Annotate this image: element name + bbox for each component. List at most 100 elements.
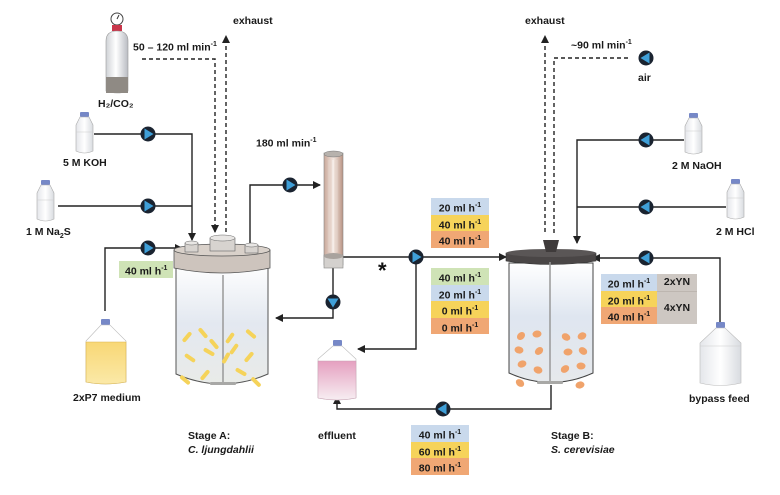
na2s-bottle xyxy=(36,180,55,222)
medium-line xyxy=(104,244,183,311)
naoh-bottle xyxy=(684,113,703,155)
effluent-flow-row: 80 ml h-1 xyxy=(411,458,469,475)
yeast-cell xyxy=(516,331,526,341)
bacterium-cell xyxy=(225,332,235,344)
yeast-cell xyxy=(576,362,586,370)
yeast-cell xyxy=(577,332,587,340)
medium-label: 2xP7 medium xyxy=(73,392,141,404)
transfer-pump-icon xyxy=(408,249,424,265)
bleed-flow-table: 40 ml h-1 20 ml h-1 0 ml h-1 0 ml h-1 xyxy=(431,268,489,334)
hcl-bottle xyxy=(726,179,745,220)
bypass-flow-table: 20 ml h-1 20 ml h-1 40 ml h-1 2xYN 4xYN xyxy=(601,274,697,324)
bleed-line xyxy=(357,257,417,353)
stage-a-cells xyxy=(179,327,261,387)
bypass-flow-row: 20 ml h-1 xyxy=(601,274,657,291)
transfer-flow-table: 20 ml h-1 40 ml h-1 40 ml h-1 xyxy=(431,198,489,248)
h2co2-gas-cylinder xyxy=(105,12,129,94)
effluent-pump-icon xyxy=(435,401,451,417)
bypass-feed-bottle xyxy=(699,322,742,386)
naoh-label: 2 M NaOH xyxy=(672,160,722,172)
bypass-pump-icon xyxy=(638,250,654,266)
bypass-flow-row: 20 ml h-1 xyxy=(601,290,657,307)
pumps xyxy=(140,50,654,417)
hcl-pump-icon xyxy=(638,199,654,215)
bypass-flow-row: 40 ml h-1 xyxy=(601,307,657,324)
transfer-flow-row: 40 ml h-1 xyxy=(431,231,489,248)
naoh-pump-icon xyxy=(638,132,654,148)
return-pump-icon xyxy=(325,294,341,310)
yeast-cell xyxy=(514,346,524,354)
bleed-flow-row: 0 ml h-1 xyxy=(431,317,489,334)
yeast-cell xyxy=(561,333,571,341)
stage-a-title: Stage A: xyxy=(188,430,231,442)
transfer-flow-row: 20 ml h-1 xyxy=(431,198,489,215)
stage-b-organism: S. cerevisiae xyxy=(551,444,615,456)
asterisk-marker: * xyxy=(378,258,387,283)
exhaust-label-a: exhaust xyxy=(233,15,273,27)
air-pump-icon xyxy=(638,50,654,66)
yeast-cell xyxy=(575,381,585,389)
stage-b-cells xyxy=(514,330,588,389)
bacterium-cell xyxy=(222,352,230,364)
bacterium-cell xyxy=(245,329,257,339)
yeast-cell xyxy=(517,360,527,368)
bacterium-cell xyxy=(179,375,191,385)
bacterium-cell xyxy=(184,353,196,363)
bypass-medium-2xyn: 2xYN xyxy=(657,274,697,292)
bacterium-cell xyxy=(182,331,192,343)
na2s-pump-icon xyxy=(140,198,156,214)
h2co2-flow-label: 50 – 120 ml min-1 xyxy=(133,41,217,54)
yeast-cell xyxy=(534,347,544,355)
medium-flow-badge: 40 ml h-1 xyxy=(119,261,174,278)
recycle-flow-label: 180 ml min-1 xyxy=(256,137,317,150)
koh-bottle xyxy=(75,112,94,154)
yeast-cell xyxy=(563,348,573,356)
bacterium-cell xyxy=(251,377,261,387)
effluent-flow-table: 40 ml h-1 60 ml h-1 80 ml h-1 xyxy=(411,425,469,475)
bleed-flow-row: 20 ml h-1 xyxy=(431,284,489,301)
koh-label: 5 M KOH xyxy=(63,157,107,169)
h2co2-label: H₂/CO₂ xyxy=(98,98,134,110)
bleed-flow-row: 0 ml h-1 xyxy=(431,301,489,318)
na2s-label: 1 M Na2S xyxy=(26,226,71,241)
effluent-flow-row: 40 ml h-1 xyxy=(411,425,469,442)
bacterium-cell xyxy=(203,348,215,356)
yeast-cell xyxy=(532,330,542,338)
recycle-pump-icon xyxy=(282,177,298,193)
stage-b-title: Stage B: xyxy=(551,430,594,442)
bleed-flow-row: 40 ml h-1 xyxy=(431,268,489,285)
stage-a-bioreactor xyxy=(173,234,271,387)
bacterium-cell xyxy=(209,338,219,350)
hcl-label: 2 M HCl xyxy=(716,226,755,238)
air-flow-label: ~90 ml min-1 xyxy=(571,39,632,52)
effluent-flow-row: 60 ml h-1 xyxy=(411,441,469,458)
bacterium-cell xyxy=(200,369,210,381)
medium-bottle xyxy=(85,319,127,385)
cell-retention-column xyxy=(323,150,344,269)
yeast-cell xyxy=(515,379,525,387)
transfer-flow-row: 40 ml h-1 xyxy=(431,214,489,231)
effluent-bottle xyxy=(317,340,357,401)
air-label: air xyxy=(638,72,651,84)
bacterium-cell xyxy=(229,343,239,355)
medium-pump-icon xyxy=(140,240,156,256)
koh-line xyxy=(94,133,196,241)
yeast-cell xyxy=(533,366,543,374)
stage-b-bioreactor xyxy=(505,240,597,389)
bacterium-cell xyxy=(198,327,208,339)
effluent-label: effluent xyxy=(318,430,356,442)
koh-pump-icon xyxy=(140,126,156,142)
recycle-return-line xyxy=(275,268,334,322)
air-gas-line xyxy=(553,57,628,236)
yeast-cell xyxy=(578,347,588,355)
bacterium-cell xyxy=(235,368,247,376)
yeast-cell xyxy=(560,365,570,373)
recycle-out-line xyxy=(249,181,321,245)
stage-a-organism: C. ljungdahlii xyxy=(188,444,254,456)
exhaust-label-b: exhaust xyxy=(525,15,565,27)
bypass-feed-label: bypass feed xyxy=(689,393,750,405)
bacterium-cell xyxy=(244,351,254,363)
bypass-line xyxy=(592,254,721,331)
